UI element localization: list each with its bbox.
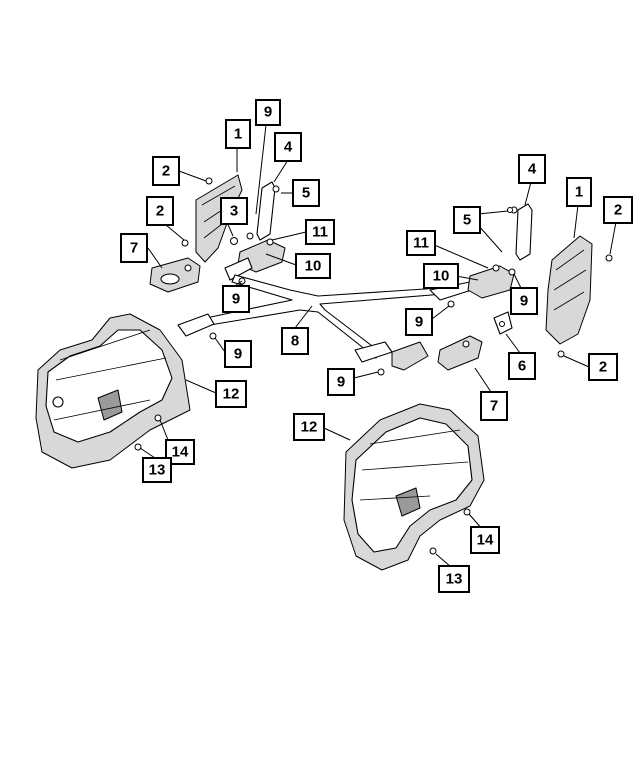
callout-number: 13 (149, 462, 166, 479)
callout-number: 1 (575, 184, 583, 201)
callout-2-left-mid: 2 (146, 196, 174, 226)
callout-7-left: 7 (120, 233, 148, 263)
callout-number: 7 (130, 240, 138, 257)
callout-10-left: 10 (295, 253, 331, 279)
leader-lines (139, 124, 617, 568)
callout-1-right: 1 (566, 177, 592, 207)
callout-13-left: 13 (142, 457, 172, 483)
callout-number: 7 (490, 398, 498, 415)
callout-4-right: 4 (518, 154, 546, 184)
right-mount-bracket (437, 335, 483, 371)
callout-number: 9 (234, 346, 242, 363)
callout-number: 11 (413, 235, 429, 252)
left-upper-mount (224, 232, 286, 281)
callout-8: 8 (281, 327, 309, 355)
callout-2-left-top: 2 (152, 156, 180, 186)
callout-number: 10 (433, 268, 450, 285)
fasteners (134, 177, 613, 555)
callout-number: 3 (230, 203, 238, 220)
callout-number: 14 (477, 532, 494, 549)
callout-10-right: 10 (423, 263, 459, 289)
callout-number: 10 (305, 258, 322, 275)
callout-5-left: 5 (292, 179, 320, 207)
callout-4-left: 4 (274, 132, 302, 162)
callout-12-right: 12 (293, 413, 325, 441)
callout-1-left: 1 (225, 119, 251, 149)
callout-number: 2 (156, 203, 164, 220)
callout-11-left: 11 (305, 219, 335, 245)
callout-number: 5 (463, 212, 471, 229)
callout-number: 5 (302, 185, 310, 202)
callout-number: 9 (520, 293, 528, 310)
callout-number: 9 (264, 104, 272, 121)
callout-number: 6 (518, 358, 526, 375)
callout-number: 12 (223, 386, 240, 403)
callout-number: 12 (301, 419, 318, 436)
callout-number: 9 (337, 374, 345, 391)
callout-number: 14 (172, 444, 189, 461)
right-strut-bracket (510, 203, 533, 261)
left-fender-shield (195, 174, 243, 263)
callout-12-left: 12 (215, 380, 247, 408)
callout-number: 13 (446, 571, 463, 588)
left-wheelhouse-liner (35, 313, 191, 469)
callout-9-bottom: 9 (327, 368, 355, 396)
callout-number: 2 (599, 359, 607, 376)
callout-2-right-bottom: 2 (588, 353, 618, 381)
callout-5-right: 5 (453, 206, 481, 234)
right-fender-shield (545, 235, 593, 345)
left-mount-bracket (149, 257, 201, 293)
callout-number: 4 (284, 139, 293, 156)
callout-14-right: 14 (470, 526, 500, 554)
callout-2-right-top: 2 (603, 196, 633, 224)
callout-number: 9 (415, 314, 423, 331)
callout-9-right-a: 9 (405, 308, 433, 336)
callout-14-left: 14 (165, 439, 195, 465)
callout-9-left-b: 9 (224, 340, 252, 368)
callout-number: 1 (234, 126, 242, 143)
callout-number: 9 (232, 291, 240, 308)
left-strut-bracket (256, 181, 280, 241)
small-bracket (493, 311, 513, 335)
callout-number: 2 (614, 202, 622, 219)
callout-9-top: 9 (255, 99, 281, 126)
callout-number: 8 (291, 333, 299, 350)
right-wheelhouse-liner (343, 403, 485, 571)
callout-13-right: 13 (438, 565, 470, 593)
callout-number: 11 (312, 224, 328, 241)
callout-3: 3 (220, 197, 248, 225)
callout-11-right: 11 (406, 230, 436, 256)
callout-number: 4 (528, 161, 537, 178)
callout-6: 6 (508, 352, 536, 380)
callout-number: 2 (162, 163, 170, 180)
callout-7-right: 7 (480, 391, 508, 421)
right-upper-mount (467, 264, 516, 299)
callout-9-right-b: 9 (510, 287, 538, 315)
callout-9-left-a: 9 (222, 285, 250, 313)
